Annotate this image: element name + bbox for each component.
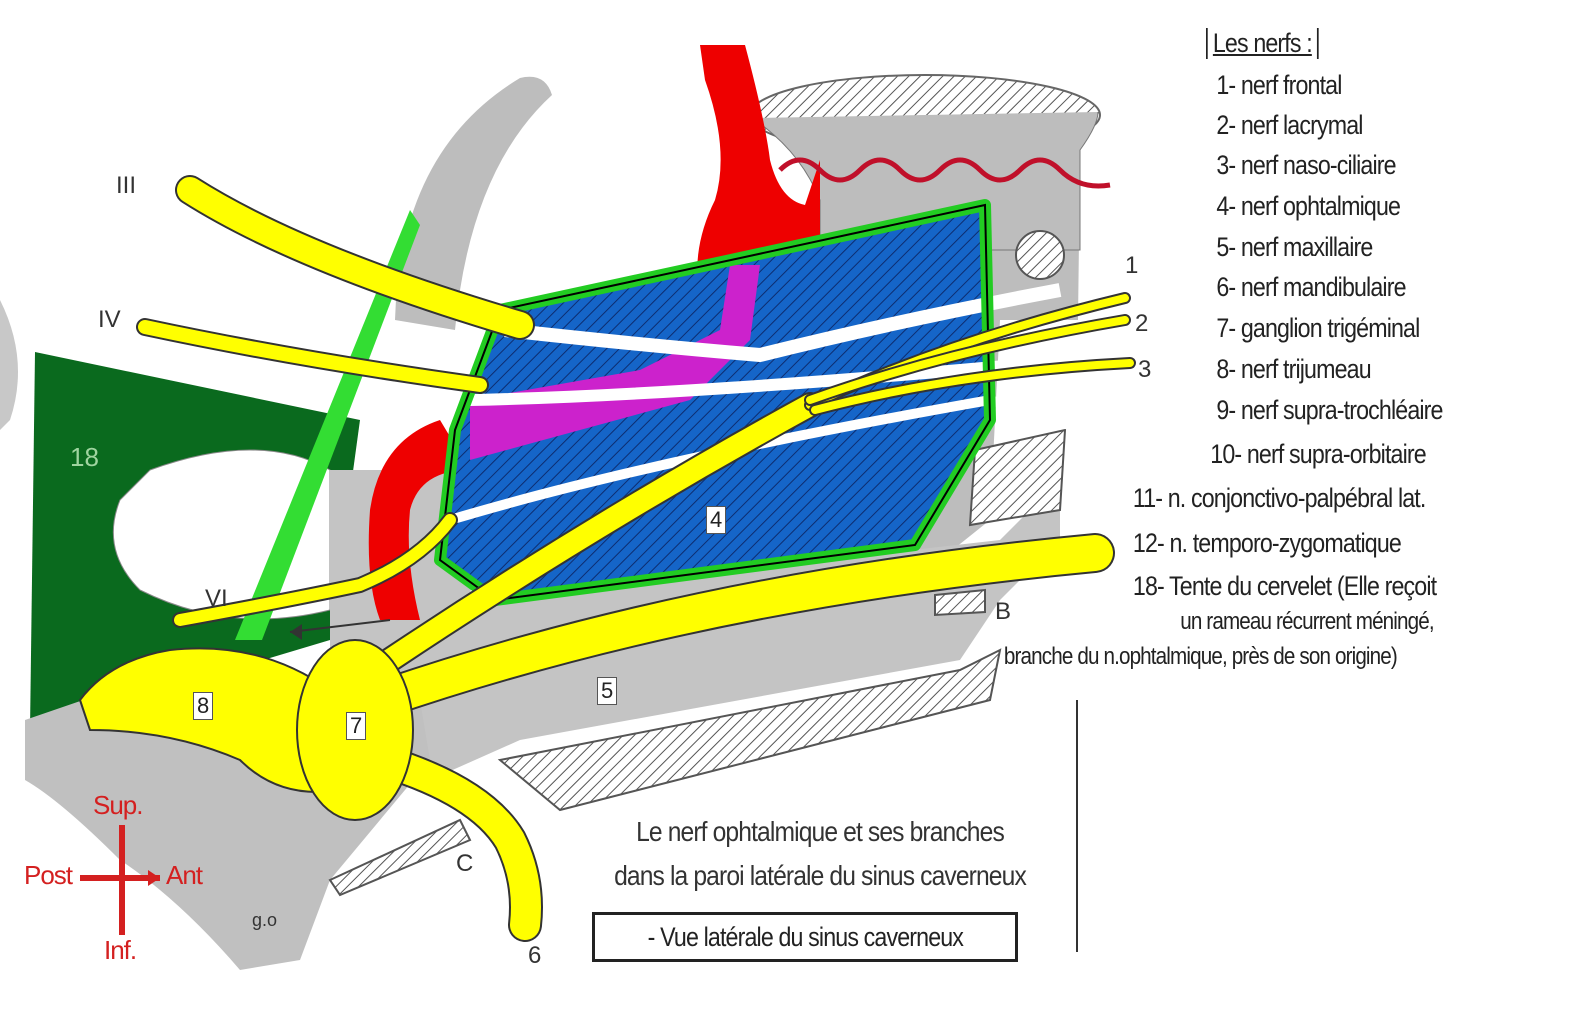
- nerve-IV: [136, 318, 489, 394]
- label-C: C: [456, 850, 474, 877]
- white-strand-2: [469, 354, 1071, 406]
- view-label-box: - Vue latérale du sinus caverneux: [592, 912, 1018, 962]
- legend-item: 12- n. temporo-zygomatique: [1132, 528, 1402, 558]
- legend-item: 2- nerf lacrymal: [1216, 110, 1363, 140]
- label-2: 2: [1135, 310, 1149, 337]
- wavy-vessel: [778, 157, 1111, 189]
- legend-item: 6- nerf mandibulaire: [1216, 272, 1406, 302]
- legend-note-line: branche du n.ophtalmique, près de son or…: [1003, 643, 1398, 670]
- caption-line-1: Le nerf ophtalmique et ses branches: [636, 816, 1005, 847]
- orientation-ant: Ant: [166, 860, 203, 890]
- legend-item: 4- nerf ophtalmique: [1216, 191, 1401, 221]
- clinoid-process: [395, 76, 552, 330]
- label-6: 6: [528, 942, 542, 969]
- caption: Le nerf ophtalmique et ses branches dans…: [591, 810, 1049, 898]
- purple-vein: [470, 265, 760, 460]
- legend-item: 8- nerf trijumeau: [1216, 354, 1371, 384]
- white-strand-1: [504, 283, 1062, 363]
- label-5: 5: [597, 677, 618, 705]
- legend-item: 1- nerf frontal: [1216, 70, 1342, 100]
- legend-item: 5- nerf maxillaire: [1216, 232, 1373, 262]
- sinus-border-outline: [438, 203, 992, 602]
- view-label: - Vue latérale du sinus caverneux: [647, 921, 963, 952]
- caption-line-2: dans la paroi latérale du sinus caverneu…: [614, 860, 1027, 891]
- recurrent-branch-arrowhead: [290, 624, 302, 640]
- nerve-VI: [172, 512, 458, 628]
- hatched-bone-lower: [497, 648, 1002, 812]
- nerve-III: [175, 175, 535, 340]
- label-1: 1: [1125, 252, 1139, 279]
- legend-item: 11- n. conjonctivo-palpébral lat.: [1132, 483, 1426, 513]
- label-18: 18: [70, 442, 99, 472]
- label-7: 7: [346, 712, 367, 740]
- legend-title: Les nerfs :: [1206, 28, 1319, 59]
- hatched-bone-c: [328, 818, 472, 897]
- legend-item: 7- ganglion trigéminal: [1216, 313, 1420, 343]
- mandibular-nerve: [363, 743, 543, 942]
- hatched-B: [934, 588, 986, 617]
- orientation-cross: [80, 825, 160, 935]
- maxillary-nerve: [360, 533, 1115, 720]
- label-IV: IV: [98, 306, 121, 333]
- label-go: g.o: [252, 910, 278, 930]
- separator-line: [1076, 700, 1078, 952]
- label-4: 4: [706, 506, 727, 534]
- ophthalmic-nerve: [377, 292, 1136, 673]
- legend-item: 3- nerf naso-ciliaire: [1216, 150, 1396, 180]
- internal-carotid-artery: [697, 45, 820, 300]
- left-edge-bone: [0, 300, 18, 430]
- label-8: 8: [193, 692, 214, 720]
- orientation-inf: Inf.: [104, 935, 137, 965]
- legend-item: 9- nerf supra-trochléaire: [1216, 395, 1443, 425]
- legend-item: 10- nerf supra-orbitaire: [1210, 439, 1426, 469]
- hatched-right-block: [968, 428, 1067, 527]
- label-III: III: [116, 172, 137, 199]
- label-3: 3: [1138, 356, 1152, 383]
- cavernous-sinus: [440, 205, 990, 600]
- label-B: B: [995, 598, 1012, 625]
- legend-note-line: un rameau récurrent méningé,: [1180, 608, 1434, 635]
- foramen-circle: [1015, 230, 1065, 280]
- orientation-post: Post: [24, 860, 73, 890]
- legend-item: 18- Tente du cervelet (Elle reçoit: [1132, 571, 1437, 601]
- recurrent-branch-arrow: [289, 619, 391, 633]
- label-VI: VI: [205, 585, 228, 612]
- green-strip: [235, 210, 420, 640]
- orientation-sup: Sup.: [93, 790, 143, 820]
